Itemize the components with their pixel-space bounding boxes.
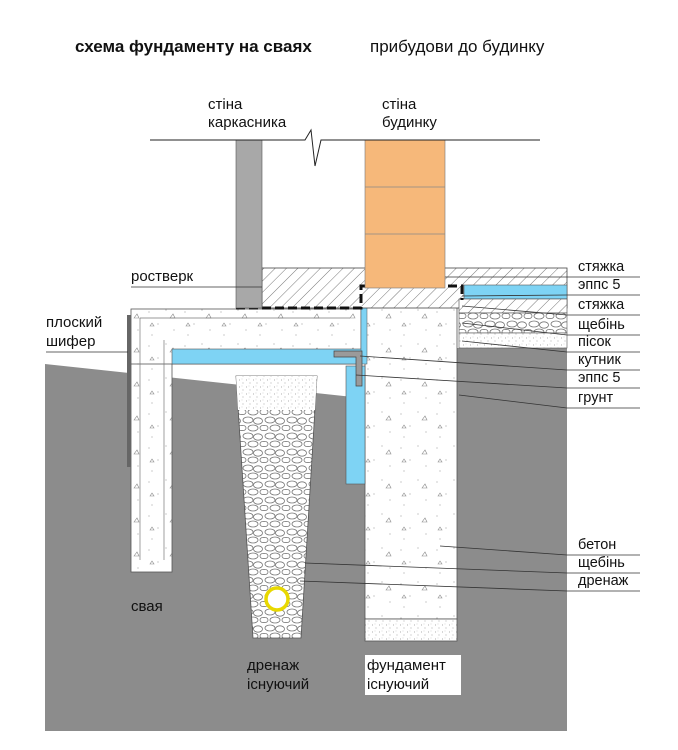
flat-slate-label-2: шифер — [46, 333, 95, 350]
frame-wall — [235, 139, 263, 309]
sand-layer — [458, 332, 568, 349]
callout-leader — [458, 394, 640, 409]
drainage-trench-top-sand — [236, 376, 317, 410]
gravel-layer — [458, 312, 568, 334]
callout-label: пісок — [578, 334, 612, 350]
callout-leader — [461, 305, 640, 316]
foundation-label-bg — [365, 655, 461, 695]
callout-label: щебінь — [578, 555, 625, 571]
callout-leader — [299, 580, 640, 592]
callout-label: эппс 5 — [578, 370, 620, 386]
flat-slate-label-1: плоский — [46, 314, 102, 331]
house-brick-wall — [364, 139, 446, 289]
steel-angle — [333, 350, 363, 387]
foundation-existing-label-1: фундамент — [367, 657, 446, 674]
grillage-label: ростверк — [131, 268, 194, 285]
foundation-gravel-base — [364, 618, 458, 642]
top-insulation — [463, 284, 568, 300]
callout-label: стяжка — [578, 297, 625, 313]
callout-label: щебінь — [578, 317, 625, 333]
callout-leader — [461, 294, 640, 297]
pile-label: свая — [131, 598, 163, 615]
callout-leader — [439, 545, 640, 556]
existing-foundation — [364, 287, 458, 620]
house-wall-label-2: будинку — [382, 114, 437, 131]
foundation-existing-label-2: існуючий — [367, 676, 429, 693]
house-wall-label-1: стіна — [382, 96, 417, 113]
flat-slate — [127, 315, 131, 467]
callout-label: эппс 5 — [578, 277, 620, 293]
callout-leader — [461, 340, 640, 353]
callout-leader — [461, 322, 640, 336]
drain-existing-label-2: існуючий — [247, 676, 309, 693]
drain-pipe — [264, 586, 290, 612]
pile — [130, 355, 173, 573]
callout-label: стяжка — [578, 259, 625, 275]
callout-label: грунт — [578, 390, 613, 406]
waterproofing-line — [236, 284, 464, 310]
screed-lower — [458, 298, 568, 314]
frame-wall-label-2: каркасника — [208, 114, 287, 131]
callout-label: дренаж — [578, 573, 629, 589]
callout-label: кутник — [578, 352, 622, 368]
break-line — [150, 128, 540, 167]
callout-leader — [304, 562, 640, 574]
title-bold: схема фундаменту на сваях — [75, 37, 312, 56]
insulation-vertical — [345, 365, 366, 485]
callout-leader — [355, 374, 640, 389]
title-regular: прибудови до будинку — [370, 37, 545, 56]
frame-wall-label-1: стіна — [208, 96, 243, 113]
insulation-under-grillage — [171, 348, 363, 365]
drain-existing-label-1: дренаж — [247, 657, 299, 674]
callout-leader — [359, 355, 640, 371]
callout-label: бетон — [578, 537, 616, 553]
